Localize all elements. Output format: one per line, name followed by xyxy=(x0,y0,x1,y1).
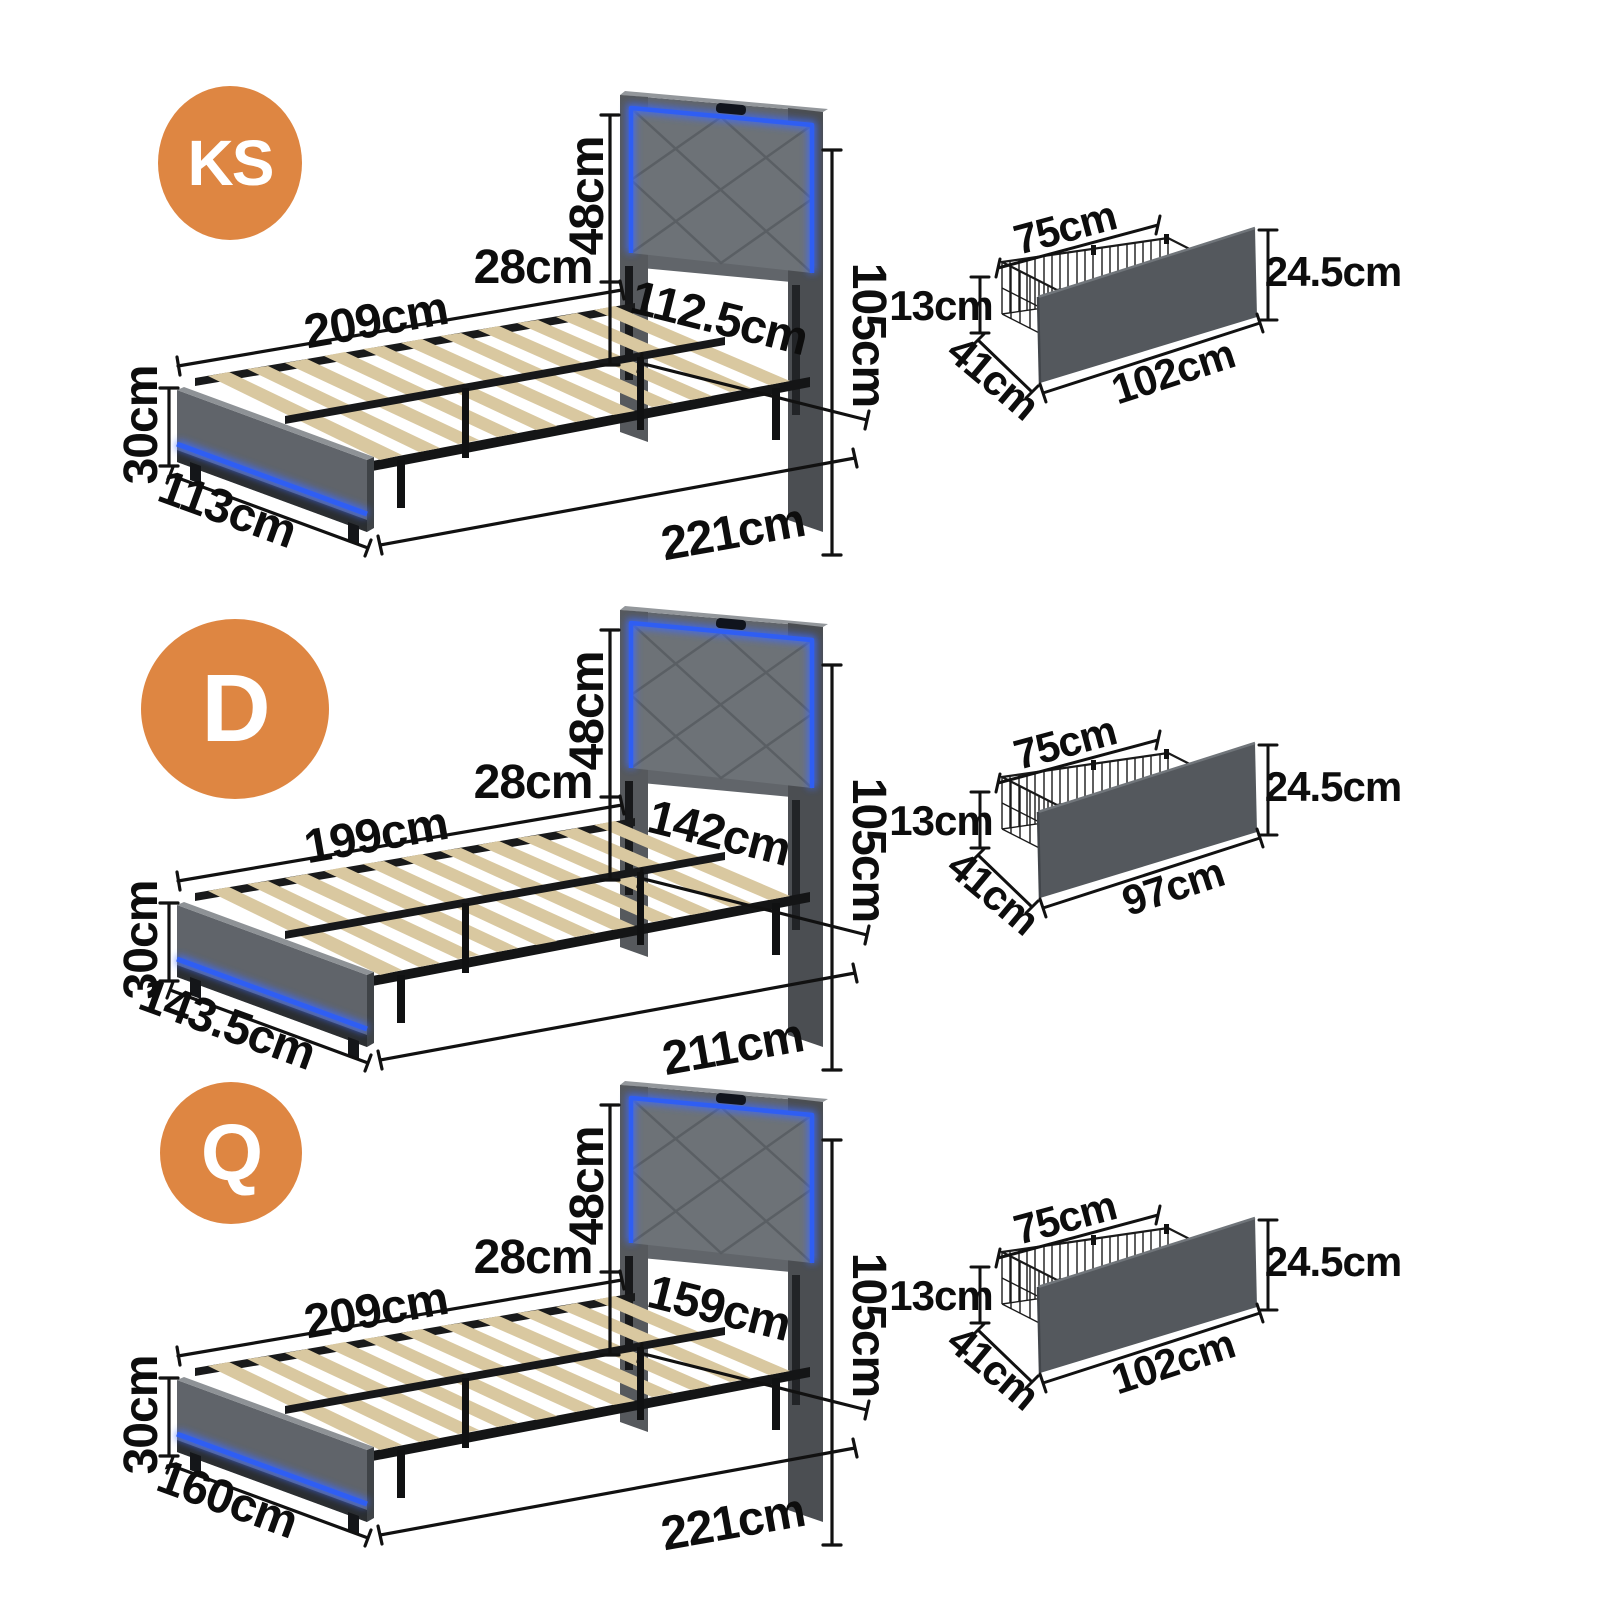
dim-headboard-gap-height: 28cm xyxy=(473,241,594,294)
dim-headboard-total-height: 105cm xyxy=(842,262,895,408)
dim-drawer-wire-height: 13cm xyxy=(889,282,993,329)
dim-drawer-front-height: 24.5cm xyxy=(1264,763,1402,810)
dim-drawer-wire-height: 13cm xyxy=(889,1272,993,1319)
size-row-king-single: KS 48cm 28cm 209cm 112.5cm 105cm 30cm 11… xyxy=(0,0,1600,571)
dim-footboard-height: 30cm xyxy=(115,365,168,485)
size-badge-d: D xyxy=(141,619,329,799)
dim-headboard-panel-height: 48cm xyxy=(561,1126,614,1246)
dim-drawer-front-height: 24.5cm xyxy=(1264,1238,1402,1285)
size-badge-label: D xyxy=(201,655,270,762)
size-badge-label: KS xyxy=(187,127,275,199)
size-row-queen: Q 48cm 28cm 209cm 159cm 105cm 30cm 160cm… xyxy=(0,990,1600,1561)
size-badge-label: Q xyxy=(200,1108,263,1197)
dim-headboard-gap-height: 28cm xyxy=(473,1231,594,1284)
dim-headboard-panel-height: 48cm xyxy=(561,651,614,771)
dim-headboard-total-height: 105cm xyxy=(842,777,895,923)
dim-footboard-height: 30cm xyxy=(115,1355,168,1475)
dim-headboard-total-height: 105cm xyxy=(842,1252,895,1398)
dim-headboard-panel-height: 48cm xyxy=(561,136,614,256)
dim-drawer-wire-height: 13cm xyxy=(889,797,993,844)
size-badge-q: Q xyxy=(160,1082,302,1224)
dim-drawer-front-height: 24.5cm xyxy=(1264,248,1402,295)
dim-headboard-gap-height: 28cm xyxy=(473,756,594,809)
size-badge-ks: KS xyxy=(158,86,302,240)
size-row-double: D 48cm 28cm 199cm 142cm 105cm 30cm 143.5… xyxy=(0,515,1600,1086)
